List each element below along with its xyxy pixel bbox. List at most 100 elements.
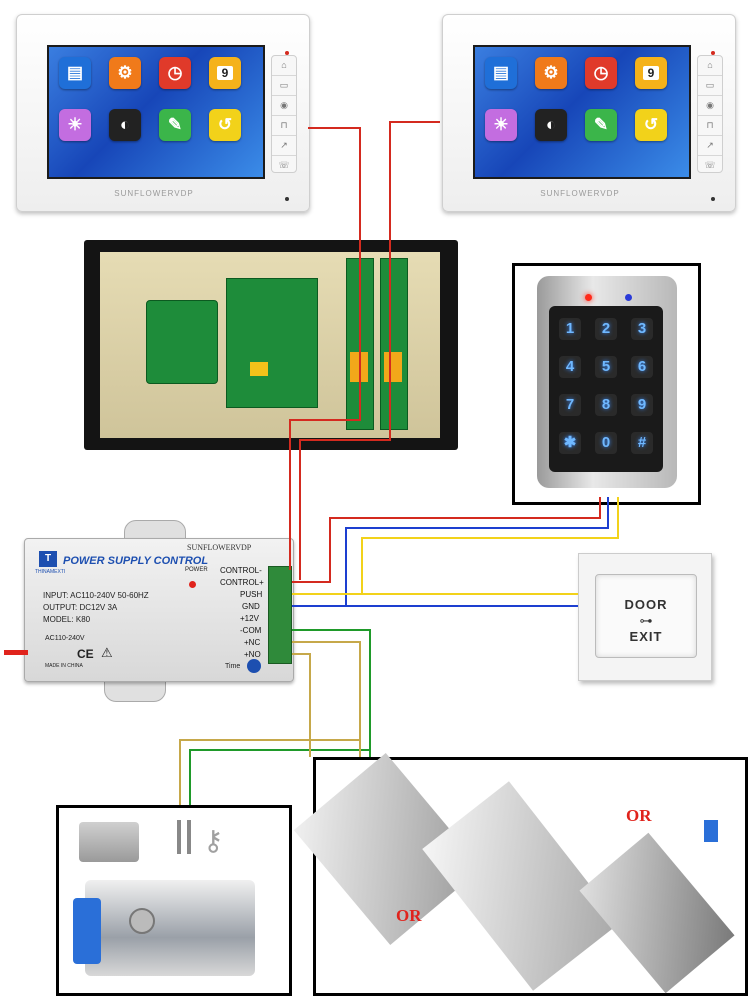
calendar-day: 9	[216, 66, 234, 80]
ce-mark: CE	[77, 647, 94, 661]
clock-icon: ◷	[159, 57, 191, 89]
palette-icon: ✎	[585, 109, 617, 141]
output-spec: OUTPUT: DC12V 3A	[43, 603, 118, 612]
home-icon[interactable]: ⌂	[698, 56, 722, 76]
keypad-key[interactable]: ✱	[559, 432, 581, 454]
brand-logo-icon: T	[39, 551, 57, 567]
unlock-icon[interactable]: ⊓	[698, 116, 722, 136]
monitor-brand: SUNFLOWERVDP	[114, 189, 194, 198]
exit-line1: DOOR	[624, 597, 668, 612]
time-knob-icon[interactable]	[247, 659, 261, 673]
exit-line2: EXIT	[629, 629, 663, 644]
camera-icon[interactable]: ◉	[272, 96, 296, 116]
wire-red	[289, 127, 361, 570]
relay	[384, 352, 402, 382]
terminal-label: PUSH	[240, 590, 263, 599]
or-label: OR	[396, 906, 422, 925]
keypad-key[interactable]: #	[631, 432, 653, 454]
wire-khaki	[292, 641, 361, 757]
calendar-day: 9	[642, 66, 660, 80]
power-label: POWER	[185, 567, 208, 573]
keypad-key[interactable]: 5	[595, 356, 617, 378]
brightness-icon: ☀	[59, 109, 91, 141]
keypad-key[interactable]: 8	[595, 394, 617, 416]
terminal-block	[268, 566, 292, 664]
relay	[250, 362, 268, 376]
exit-button[interactable]: DOOR ⊶ EXIT	[595, 574, 697, 658]
phone-icon[interactable]: ☏	[704, 160, 716, 170]
monitor-brand: SUNFLOWERVDP	[540, 189, 620, 198]
camera-icon[interactable]: ◉	[698, 96, 722, 116]
back-icon: ↺	[209, 109, 241, 141]
unlock-icon[interactable]: ⊓	[272, 116, 296, 136]
terminal-label: CONTROL-	[220, 566, 262, 575]
keypad-key[interactable]: 4	[559, 356, 581, 378]
home-icon[interactable]: ⌂	[272, 56, 296, 76]
time-label: Time	[225, 663, 241, 670]
input-spec: INPUT: AC110-240V 50-60HZ	[43, 591, 149, 600]
terminal-label: +NC	[244, 638, 261, 647]
logo-caption: THINAMEXTI	[35, 569, 66, 575]
status-led	[285, 197, 289, 201]
intercom-icon[interactable]: ↗	[272, 136, 296, 156]
ac-label: AC110-240V	[45, 635, 85, 642]
calendar-icon: 9	[635, 57, 667, 89]
monitor-icon[interactable]: ▭	[698, 76, 722, 96]
power-led	[285, 51, 289, 55]
terminal-label: GND	[242, 602, 260, 611]
folder-icon: ▤	[59, 57, 91, 89]
keypad-key[interactable]: 6	[631, 356, 653, 378]
monitor-button-strip: ⌂ ▭ ◉ ⊓ ↗ ☏	[271, 55, 297, 173]
key-cylinder-icon	[129, 908, 155, 934]
psu-brand: SUNFLOWERVDP	[187, 543, 252, 552]
electric-lock-box: ⚷	[56, 805, 292, 996]
indoor-monitor-left: ▤ ⚙ ◷ 9 ☀ ◐ ✎ ↺ ⌂ ▭ ◉ ⊓ ↗ ☏ SUNFLOWERVDP	[16, 14, 310, 212]
power-led	[711, 51, 715, 55]
rim-lock-body	[85, 880, 255, 976]
brightness-icon: ☀	[485, 109, 517, 141]
main-pcb	[146, 300, 218, 384]
screw-icon	[177, 820, 181, 854]
wire-red	[292, 497, 601, 583]
outdoor-station-board	[84, 240, 458, 450]
access-keypad: 1 2 3 4 5 6 7 8 9 ✱ 0 #	[537, 276, 677, 488]
keypad-key[interactable]: 1	[559, 318, 581, 340]
or-label: OR	[626, 806, 652, 825]
monitor-icon[interactable]: ▭	[272, 76, 296, 96]
keypad-key[interactable]: 3	[631, 318, 653, 340]
keypad-red-led	[585, 294, 592, 301]
bolt-lock-tip	[704, 820, 718, 842]
keypad-grid: 1 2 3 4 5 6 7 8 9 ✱ 0 #	[549, 306, 663, 472]
terminal-label: -COM	[240, 626, 262, 635]
calendar-icon: 9	[209, 57, 241, 89]
keypad-key[interactable]: 9	[631, 394, 653, 416]
wire-red	[299, 121, 440, 580]
screw-icon	[187, 820, 191, 854]
warning-icon: ⚠	[101, 645, 113, 660]
monitor-button-strip: ⌂ ▭ ◉ ⊓ ↗ ☏	[697, 55, 723, 173]
wire-khaki	[179, 641, 361, 805]
wire-yellow	[292, 497, 619, 595]
lock-cap	[73, 898, 101, 964]
gear-icon: ⚙	[535, 57, 567, 89]
power-supply: T THINAMEXTI POWER SUPPLY CONTROL SUNFLO…	[24, 520, 294, 702]
intercom-icon[interactable]: ↗	[698, 136, 722, 156]
lock-options-box: OR OR	[293, 752, 748, 996]
wire-blue	[292, 497, 609, 607]
exit-button-plate: DOOR ⊶ EXIT	[578, 553, 712, 681]
keypad-frame: 1 2 3 4 5 6 7 8 9 ✱ 0 #	[512, 263, 701, 505]
gear-icon: ⚙	[109, 57, 141, 89]
keypad-key[interactable]: 2	[595, 318, 617, 340]
terminal-label: CONTROL+	[220, 578, 264, 587]
keypad-key[interactable]: 0	[595, 432, 617, 454]
psu-body: T THINAMEXTI POWER SUPPLY CONTROL SUNFLO…	[24, 538, 294, 682]
wire-khaki	[292, 653, 311, 757]
ac-power-cord	[4, 650, 28, 655]
contrast-icon: ◐	[109, 109, 141, 141]
palette-icon: ✎	[159, 109, 191, 141]
relay-pcb-right	[380, 258, 408, 430]
phone-icon[interactable]: ☏	[278, 160, 290, 170]
key-icon: ⊶	[639, 613, 653, 628]
keypad-key[interactable]: 7	[559, 394, 581, 416]
wire-green	[189, 629, 371, 805]
